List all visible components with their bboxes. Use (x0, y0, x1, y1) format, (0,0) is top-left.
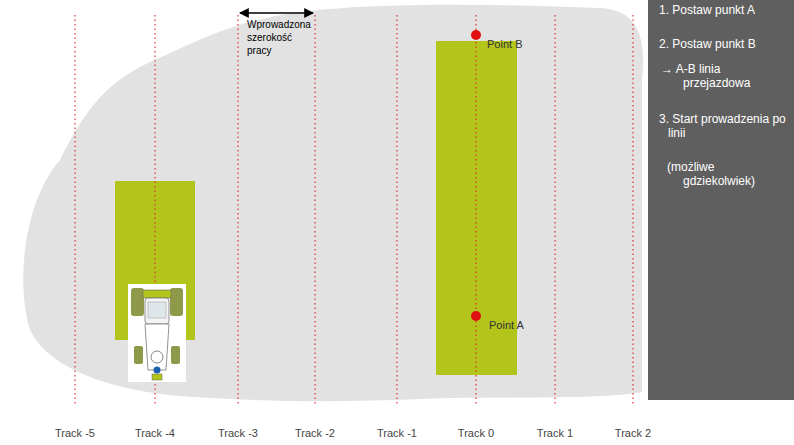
track-label: Track 0 (444, 427, 508, 440)
instruction-step: 1. Postaw punkt A (659, 3, 789, 17)
instruction-step: 2. Postaw punkt B (659, 37, 789, 51)
width-arrow (240, 12, 313, 13)
point-b-dot (471, 30, 481, 40)
field-area (23, 5, 643, 401)
instruction-step: (możliwe gdziekolwiek) (667, 160, 779, 188)
point-label: Point A (489, 319, 549, 332)
width-label: Wprowadzona szerokość pracy (247, 18, 313, 57)
instruction-step: 3. Start prowadzenia po linii (659, 112, 786, 140)
point-a-dot (471, 311, 481, 321)
point-label: Point B (487, 38, 547, 51)
instruction-step: → A-B linia przejazdowa (661, 62, 775, 90)
track-lines (75, 15, 633, 404)
track-label: Track 2 (601, 427, 665, 440)
instruction-panel: 1. Postaw punkt A 2. Postaw punkt B → A-B … (648, 0, 794, 400)
track-label: Track -1 (365, 427, 429, 440)
track-label: Track -4 (123, 427, 187, 440)
track-label: Track -3 (206, 427, 270, 440)
tractor-icon (128, 284, 186, 382)
track-label: Track -5 (43, 427, 107, 440)
track-label: Track 1 (523, 427, 587, 440)
track-label: Track -2 (283, 427, 347, 440)
